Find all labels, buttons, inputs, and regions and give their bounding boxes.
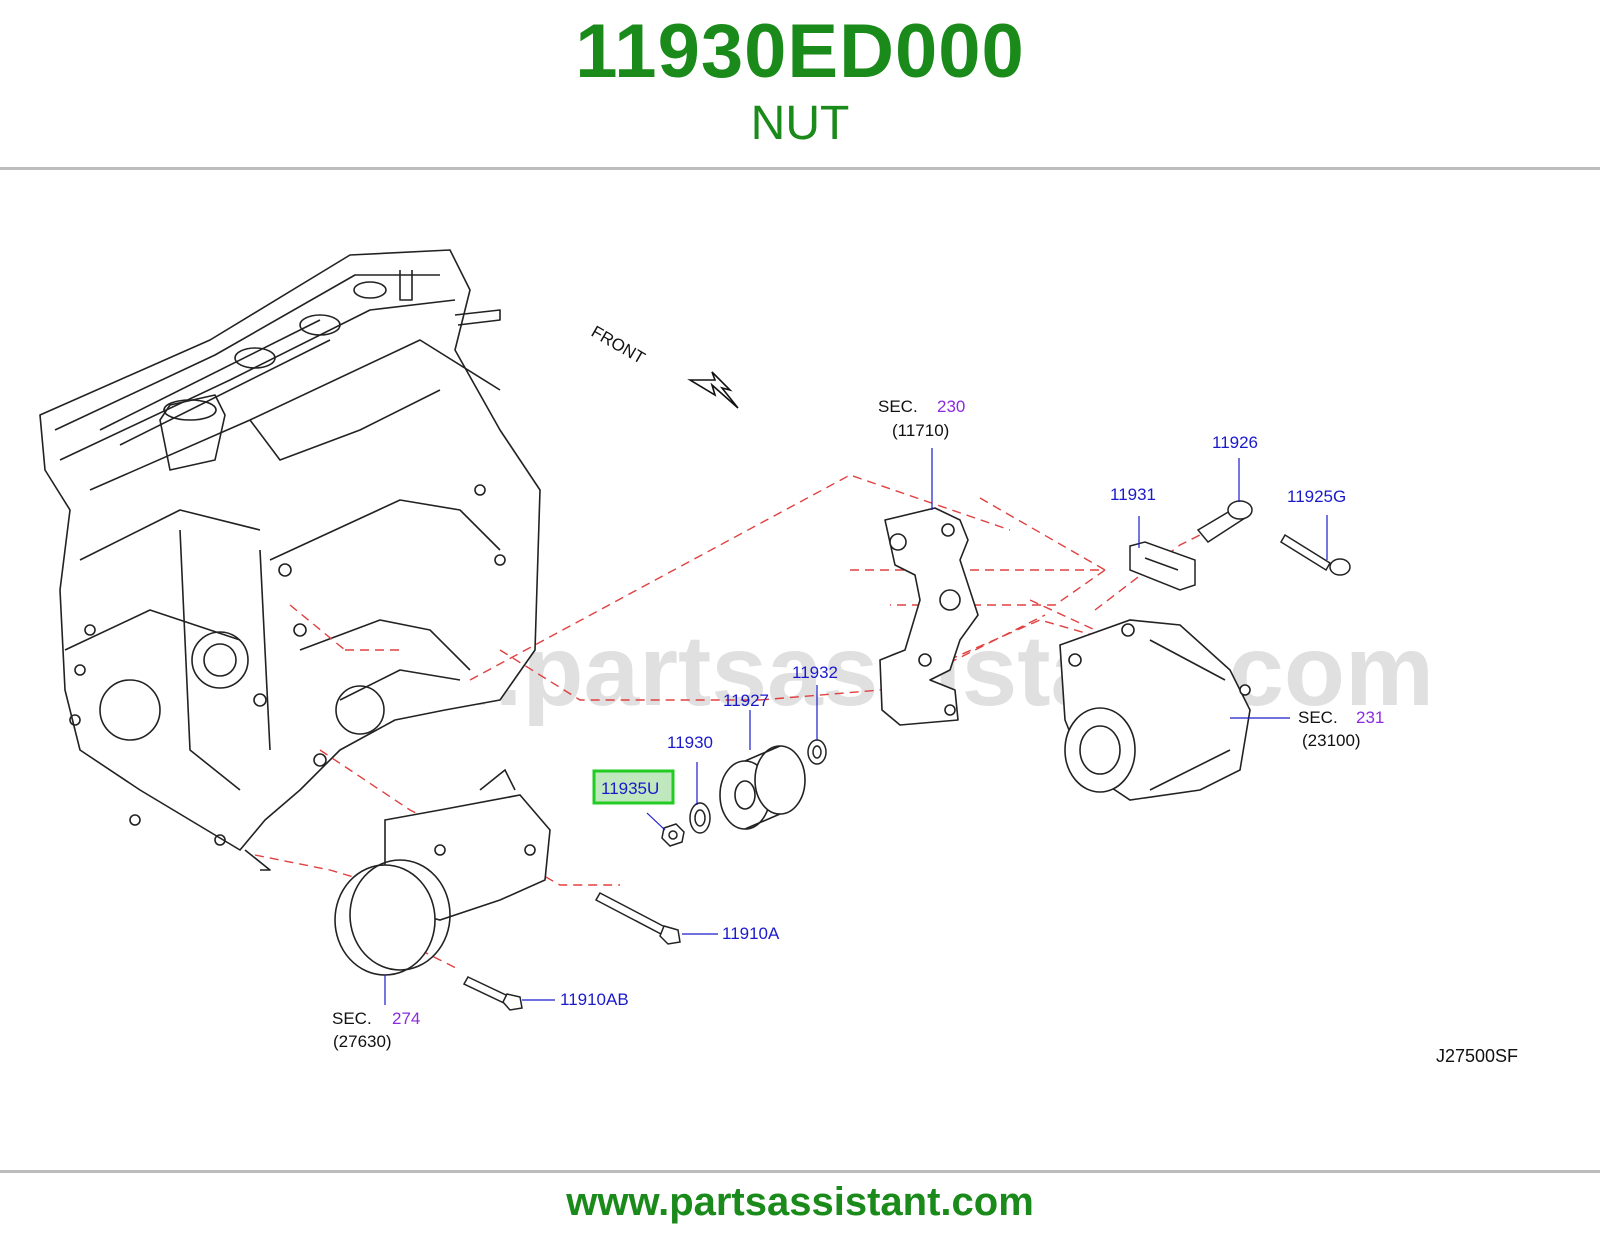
sec-231-prefix: SEC. [1298, 708, 1338, 727]
front-label: FRONT [588, 322, 648, 368]
part-label-11931[interactable]: 11931 [1110, 485, 1156, 504]
part-label-11910ab[interactable]: 11910AB [560, 990, 629, 1009]
highlighted-part-11935u[interactable]: 11935U [592, 769, 675, 805]
nut-11935u-illustration [661, 823, 685, 847]
front-arrow-icon [687, 371, 739, 409]
part-label-11926[interactable]: 11926 [1212, 433, 1258, 452]
sec-230-number: 230 [937, 397, 965, 416]
bottom-divider [0, 1170, 1600, 1173]
header: 11930ED000 NUT [0, 0, 1600, 168]
parts-diagram: www.partsassistant.com [0, 230, 1600, 1150]
footer-website-link[interactable]: www.partsassistant.com [566, 1180, 1034, 1224]
label-leaders [384, 448, 1328, 1005]
part-label-11930[interactable]: 11930 [667, 733, 713, 752]
sec-274-ref: (27630) [333, 1032, 392, 1051]
sec-231-number: 231 [1356, 708, 1384, 727]
front-orientation-marker: FRONT [588, 322, 739, 409]
part-name-subtitle: NUT [750, 97, 850, 150]
ac-compressor-illustration [334, 768, 551, 976]
long-bolt-11925g-illustration [1279, 533, 1351, 576]
section-230-label: SEC. 230 (11710) [878, 397, 965, 440]
part-label-11925g[interactable]: 11925G [1287, 487, 1346, 506]
sec-274-prefix: SEC. [332, 1009, 372, 1028]
part-label-11927[interactable]: 11927 [723, 691, 769, 710]
engine-block-illustration [39, 249, 541, 871]
part-label-11910a[interactable]: 11910A [722, 924, 780, 943]
washer-11930-illustration [689, 802, 711, 834]
assembly-leader-lines [254, 474, 1231, 971]
adjuster-plate-illustration [1129, 541, 1196, 591]
section-231-label: SEC. 231 (23100) [1298, 708, 1384, 750]
sec-230-ref: (11710) [892, 421, 949, 440]
diagram-code: J27500SF [1436, 1046, 1518, 1066]
alternator-illustration [1059, 619, 1251, 801]
bolt-11910ab-illustration [462, 976, 523, 1011]
section-274-label: SEC. 274 (27630) [332, 1009, 420, 1051]
sec-230-prefix: SEC. [878, 397, 918, 416]
part-label-11935u: 11935U [601, 779, 659, 798]
adjusting-bolt-illustration [1196, 500, 1253, 543]
idler-pulley-illustration [719, 745, 806, 830]
bolt-11910a-illustration [594, 892, 681, 945]
sec-274-number: 274 [392, 1009, 420, 1028]
sec-231-ref: (23100) [1302, 731, 1361, 750]
top-divider [0, 167, 1600, 170]
part-number-title: 11930ED000 [575, 9, 1025, 94]
washer-11932-illustration [807, 739, 827, 765]
engine-bracket-illustration [879, 507, 979, 726]
part-label-11932[interactable]: 11932 [792, 663, 838, 682]
